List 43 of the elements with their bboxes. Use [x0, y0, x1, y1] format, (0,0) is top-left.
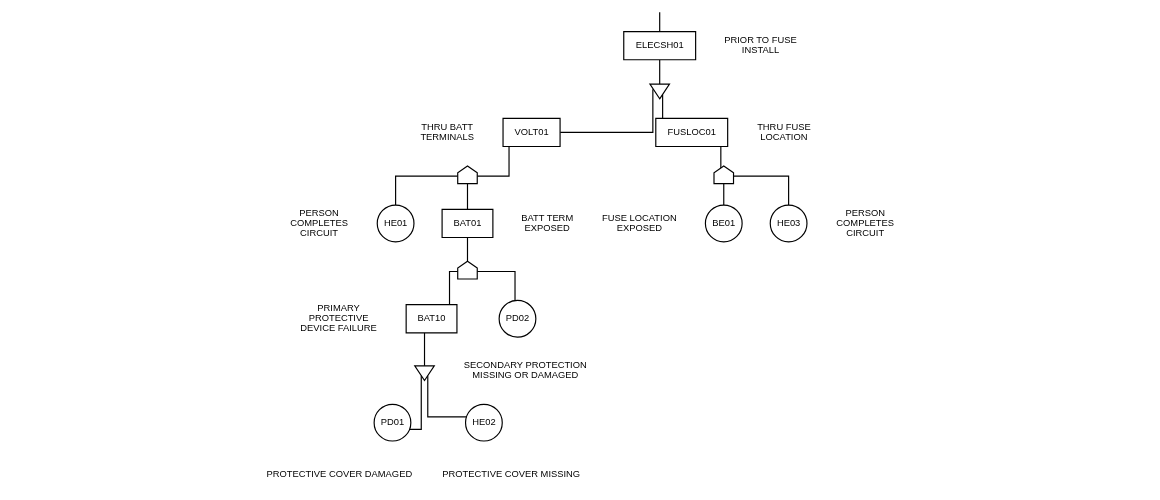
connector [733, 175, 790, 206]
node-label: SECONDARY PROTECTION MISSING OR DAMAGED [463, 360, 587, 381]
node-box: FUSLOC01 [655, 117, 729, 148]
node-circle: HE01 [376, 204, 415, 243]
connector [476, 145, 510, 177]
node-label: PRIMARY PROTECTIVE DEVICE FAILURE [300, 303, 377, 334]
node-box: BAT01 [441, 208, 494, 239]
node-box: BAT10 [405, 304, 458, 334]
node-label: THRU BATT TERMINALS [420, 121, 474, 142]
connector [409, 375, 422, 430]
connector [720, 146, 722, 169]
node-and-gate [457, 165, 478, 185]
connector [466, 183, 469, 210]
node-label: PERSON COMPLETES CIRCUIT [836, 207, 895, 239]
node-and-gate [713, 165, 735, 185]
node-circle: BE01 [704, 204, 743, 243]
node-label: PROTECTIVE COVER DAMAGED [266, 469, 413, 480]
connector [427, 375, 468, 418]
node-circle: PD02 [498, 299, 537, 338]
node-label: PRIOR TO FUSE INSTALL [724, 35, 797, 56]
node-circle: PD01 [373, 403, 412, 442]
connector [395, 175, 459, 206]
connector [466, 237, 469, 262]
node-circle: HE02 [464, 403, 503, 442]
node-label: BATT TERM EXPOSED [521, 212, 574, 233]
connector [423, 332, 426, 367]
connector [559, 88, 654, 133]
connector [659, 11, 661, 32]
node-box: VOLT01 [502, 117, 561, 148]
connector [723, 183, 725, 206]
node-label: PERSON COMPLETES CIRCUIT [290, 207, 348, 239]
connector [662, 94, 664, 119]
node-or-gate [413, 365, 436, 382]
connector [659, 59, 661, 85]
connector [448, 270, 459, 306]
node-label: FUSE LOCATION EXPOSED [602, 212, 677, 233]
node-label: PROTECTIVE COVER MISSING [442, 469, 581, 480]
node-box: ELECSH01 [623, 31, 697, 61]
node-label: THRU FUSE LOCATION [757, 121, 811, 142]
connector [476, 270, 516, 301]
node-or-gate [648, 83, 671, 100]
node-circle: HE03 [769, 204, 808, 243]
node-and-gate [457, 260, 478, 280]
